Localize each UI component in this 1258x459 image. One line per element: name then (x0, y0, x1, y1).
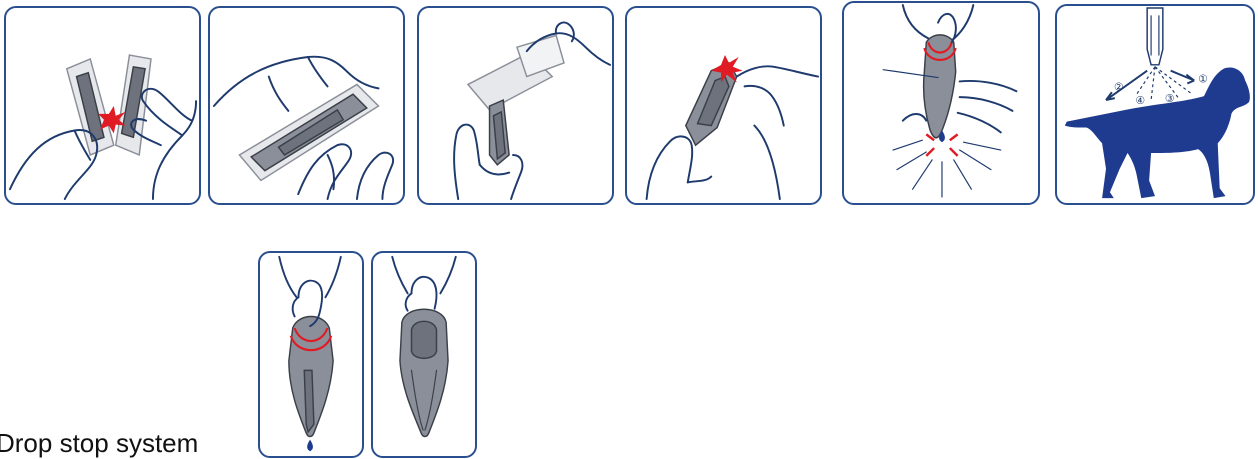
pipette-release-icon (391, 255, 457, 438)
hands-holding-blister-icon (212, 55, 395, 201)
drop-stop-caption: Drop stop system (0, 428, 199, 458)
spot-number-2: ② (1114, 80, 1124, 93)
pipette-squeeze-drop-icon (278, 255, 342, 452)
hands-separating-pipettes-icon (8, 54, 198, 201)
drop-stop-release-panel (371, 251, 477, 458)
step-2-panel (208, 6, 405, 205)
drop-stop-squeeze-panel (258, 251, 364, 458)
step-1-panel (4, 6, 201, 205)
dog-application-spots-icon: ① ② ③ ④ (1064, 7, 1250, 199)
peeling-blister-pack-icon (453, 21, 612, 201)
spot-number-1: ① (1198, 72, 1208, 85)
snapping-pipette-tip-icon (645, 55, 820, 201)
spot-number-4: ④ (1135, 94, 1145, 107)
applying-pipette-to-fur-icon (882, 4, 1018, 198)
step-5-panel (842, 1, 1040, 205)
spot-number-3: ③ (1165, 92, 1175, 105)
step-6-panel: ① ② ③ ④ (1055, 4, 1255, 205)
step-4-panel (625, 6, 822, 205)
step-3-panel (417, 6, 614, 205)
